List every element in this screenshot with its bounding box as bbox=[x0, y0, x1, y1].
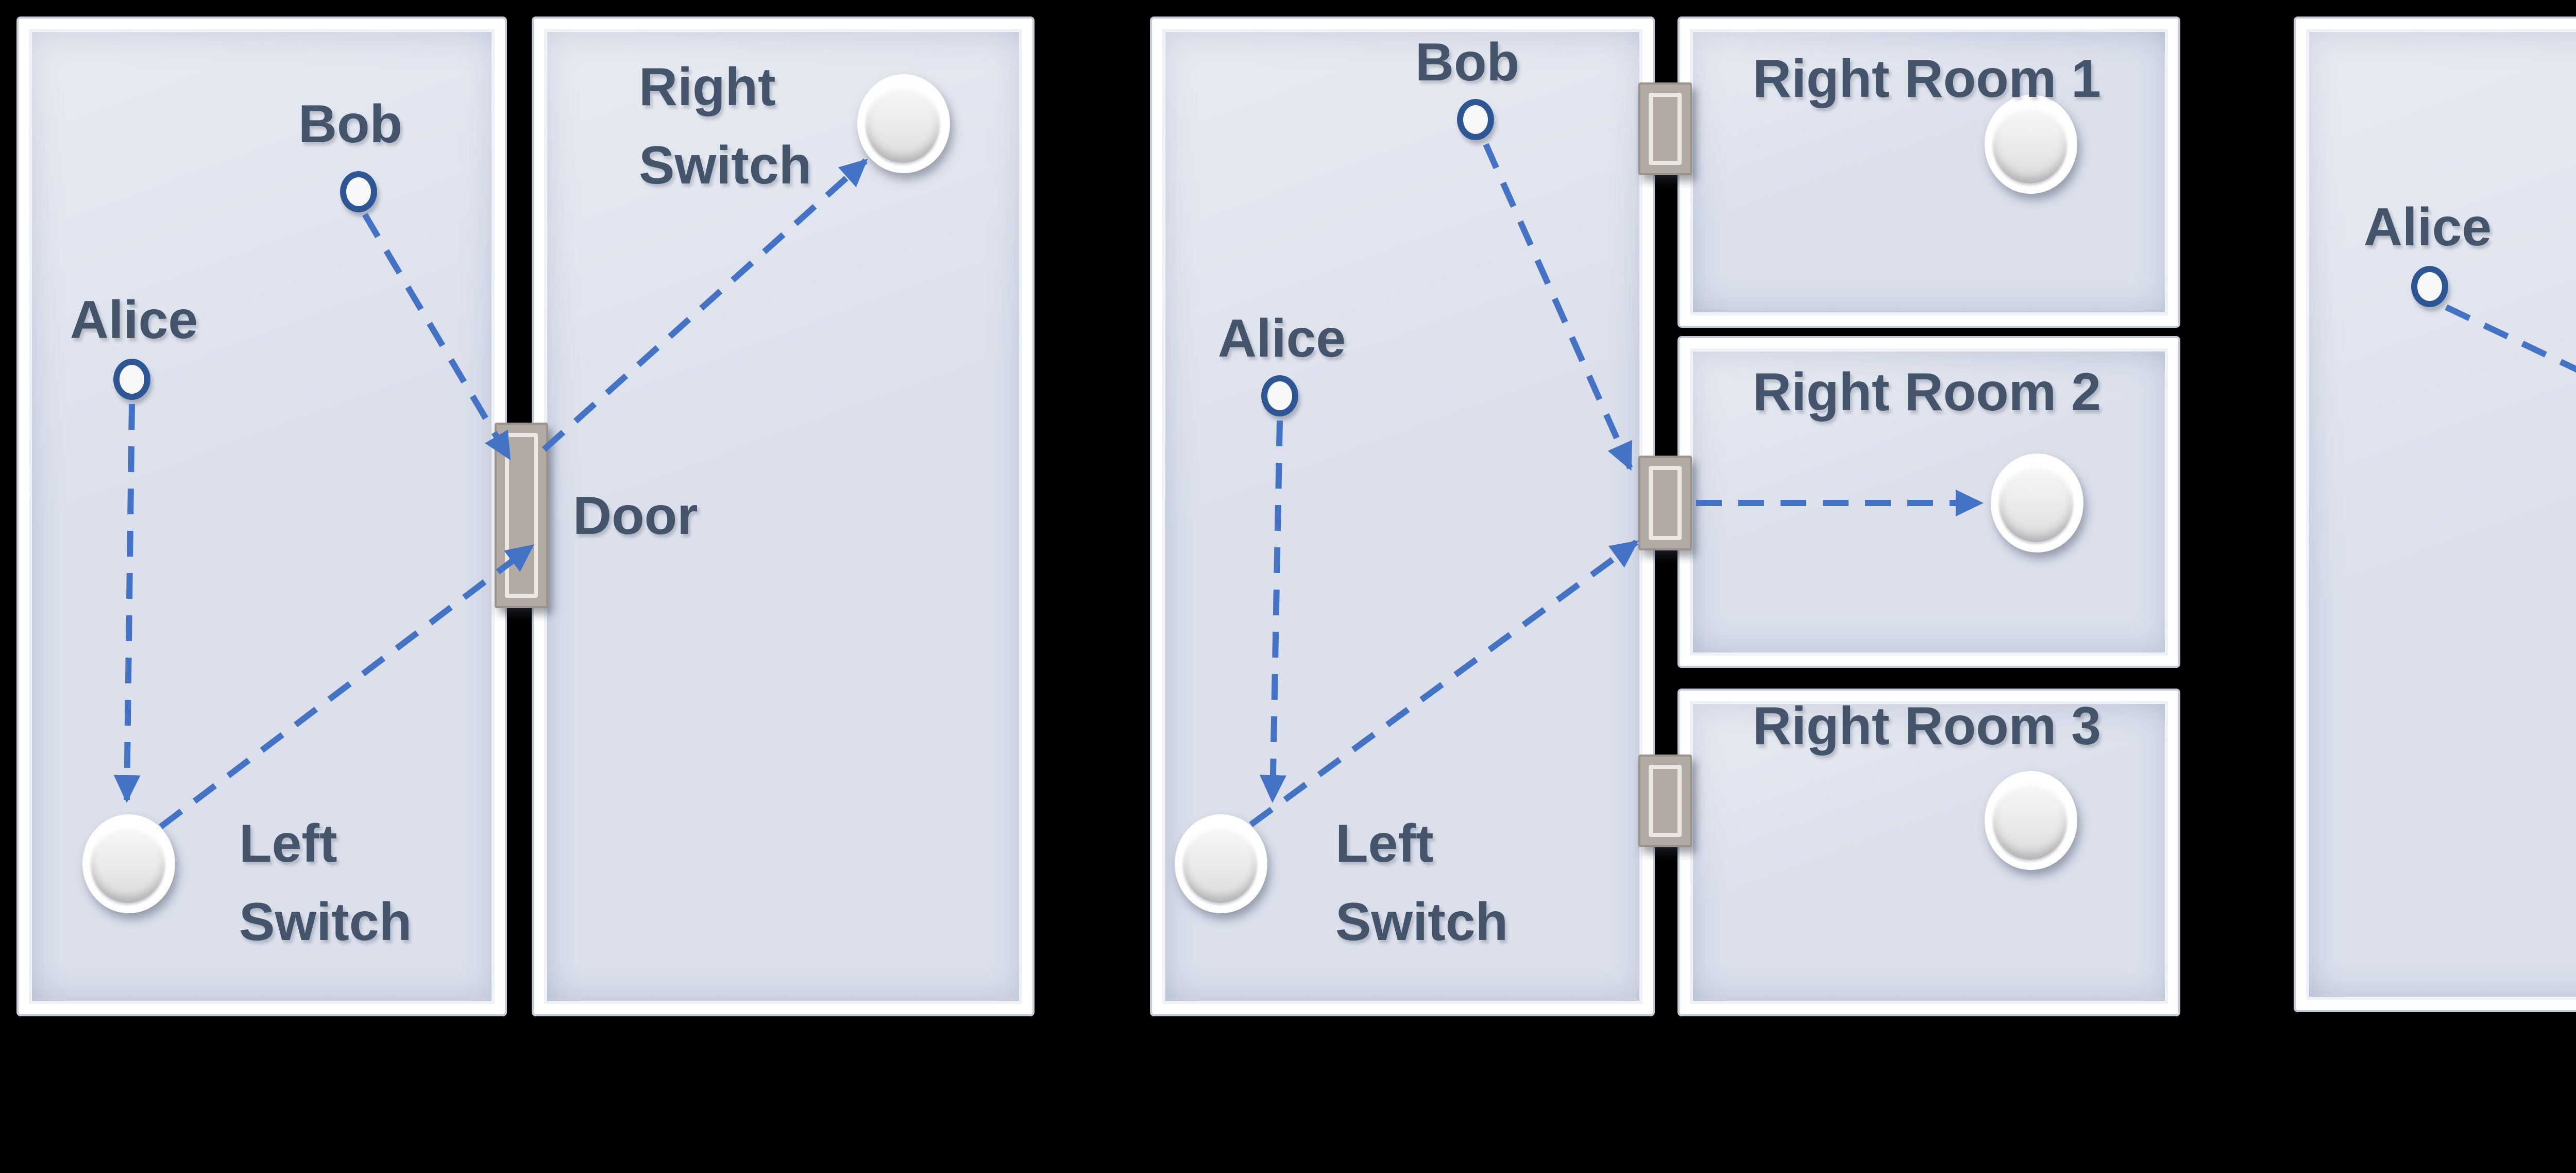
right-room-3 bbox=[1677, 689, 2180, 1016]
room bbox=[2294, 16, 2576, 1012]
left-switch-label: Left Switch bbox=[1335, 812, 1509, 952]
left-switch-label: Left Switch bbox=[239, 812, 412, 952]
left-switch bbox=[1174, 814, 1266, 913]
right-room-2-label: Right Room 2 bbox=[1753, 361, 2101, 423]
alice-label: Alice bbox=[70, 289, 198, 350]
door-label: Door bbox=[573, 484, 698, 546]
alice-circle bbox=[1261, 375, 1298, 416]
right-switch bbox=[856, 74, 949, 173]
alice-label: Alice bbox=[1217, 307, 1346, 369]
alice-label: Alice bbox=[2363, 196, 2492, 258]
right-switch-label: Right Switch bbox=[639, 56, 812, 196]
left-switch-button bbox=[91, 825, 165, 903]
door bbox=[495, 423, 548, 608]
alice-circle bbox=[2411, 266, 2448, 307]
door-room-3 bbox=[1638, 755, 1692, 847]
alice-circle bbox=[113, 359, 150, 400]
bob-circle bbox=[340, 171, 377, 212]
right-room-2-light bbox=[1990, 454, 2082, 552]
left-switch bbox=[81, 814, 174, 913]
right-room-3-light bbox=[1984, 771, 2076, 870]
left-switch-button bbox=[1183, 825, 1257, 903]
right-switch-button bbox=[866, 85, 940, 163]
right-room-1-label: Right Room 1 bbox=[1753, 47, 2101, 109]
bob-circle bbox=[1457, 99, 1494, 140]
right-room-3-label: Right Room 3 bbox=[1753, 695, 2101, 757]
right-room-1 bbox=[1677, 16, 2180, 328]
door-room-1 bbox=[1638, 82, 1692, 175]
bob-label: Bob bbox=[1415, 31, 1520, 93]
bob-label: Bob bbox=[298, 93, 403, 155]
right-room-1-light bbox=[1984, 95, 2076, 194]
door-room-2 bbox=[1638, 456, 1692, 550]
